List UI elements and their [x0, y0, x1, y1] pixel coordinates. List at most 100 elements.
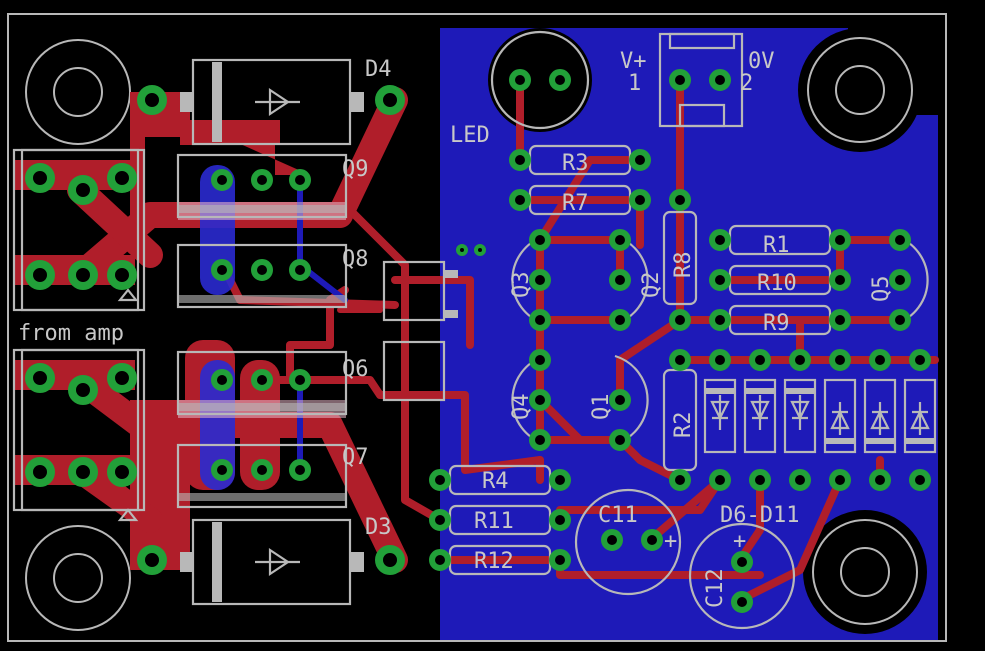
pad: [709, 229, 731, 251]
board-outline: [7, 13, 947, 642]
pad: [609, 309, 631, 331]
pad: [829, 469, 851, 491]
pad: [429, 469, 451, 491]
pad: [25, 457, 55, 487]
pad: [749, 349, 771, 371]
label-c12: C12: [703, 568, 728, 608]
pad: [289, 259, 311, 281]
clearance-bottom-right: [803, 510, 927, 634]
pad: [25, 163, 55, 193]
pad: [251, 169, 273, 191]
pad: [68, 260, 98, 290]
pad: [549, 509, 571, 531]
label-r4: R4: [482, 469, 509, 494]
label-r1: R1: [763, 233, 790, 258]
pad: [509, 189, 531, 211]
label-r11: R11: [474, 509, 514, 534]
pad: [731, 551, 753, 573]
pads: [25, 69, 931, 613]
pad: [25, 363, 55, 393]
label-q6: Q6: [342, 357, 369, 382]
pad: [749, 469, 771, 491]
pad: [789, 469, 811, 491]
pad: [829, 309, 851, 331]
label-d6-d11: D6-D11: [720, 503, 799, 528]
pad: [456, 244, 468, 256]
component-labels: D4 D3 Q9 Q8 Q6 Q7 from amp LED V+ 1 2 0V…: [18, 49, 894, 608]
pad: [529, 269, 551, 291]
pad: [609, 389, 631, 411]
pad: [289, 459, 311, 481]
label-plus-c12: +: [733, 529, 746, 554]
pad: [669, 469, 691, 491]
label-pin2: 2: [740, 71, 753, 96]
label-d4: D4: [365, 57, 392, 82]
pad: [669, 69, 691, 91]
pad: [709, 349, 731, 371]
pad: [429, 549, 451, 571]
pad: [869, 349, 891, 371]
pad: [107, 457, 137, 487]
pad: [629, 189, 651, 211]
label-from-amp: from amp: [18, 321, 124, 346]
pad: [609, 229, 631, 251]
pad: [549, 69, 571, 91]
pad: [829, 269, 851, 291]
pad: [509, 69, 531, 91]
pad: [529, 429, 551, 451]
pad: [25, 260, 55, 290]
pad: [609, 269, 631, 291]
pad: [251, 369, 273, 391]
label-r10: R10: [757, 271, 797, 296]
label-pin1: 1: [628, 71, 641, 96]
mounting-holes: [25, 37, 918, 631]
label-r12: R12: [474, 549, 514, 574]
pad: [509, 149, 531, 171]
pad: [137, 85, 167, 115]
label-q4: Q4: [509, 394, 534, 421]
pad: [629, 149, 651, 171]
pad: [375, 85, 405, 115]
clearance-led: [488, 28, 592, 132]
pad: [829, 349, 851, 371]
pad: [709, 69, 731, 91]
label-plus-c11: +: [664, 529, 677, 554]
label-r9: R9: [763, 311, 790, 336]
pad: [889, 269, 911, 291]
pad: [289, 369, 311, 391]
label-q2: Q2: [639, 272, 664, 299]
pad: [889, 229, 911, 251]
pad: [549, 469, 571, 491]
pad: [251, 459, 273, 481]
copper-pour: [440, 28, 848, 640]
label-r2: R2: [671, 412, 696, 439]
pad: [789, 349, 811, 371]
label-r7: R7: [562, 191, 589, 216]
clearance-top-right: [798, 28, 922, 152]
pad: [731, 591, 753, 613]
label-q8: Q8: [342, 247, 369, 272]
pad: [709, 309, 731, 331]
pad: [211, 459, 233, 481]
pad: [601, 529, 623, 551]
pad: [869, 469, 891, 491]
pad: [641, 529, 663, 551]
pad: [429, 509, 451, 531]
label-q9: Q9: [342, 157, 369, 182]
pad: [251, 259, 273, 281]
label-led: LED: [450, 123, 490, 148]
pad: [375, 545, 405, 575]
pad: [107, 163, 137, 193]
pad: [549, 549, 571, 571]
pad: [137, 545, 167, 575]
pad: [211, 259, 233, 281]
label-vplus: V+: [620, 49, 647, 74]
pad: [211, 369, 233, 391]
pad: [529, 309, 551, 331]
pad: [669, 309, 691, 331]
pad: [211, 169, 233, 191]
label-d3: D3: [365, 515, 392, 540]
pad: [68, 175, 98, 205]
pad: [909, 469, 931, 491]
